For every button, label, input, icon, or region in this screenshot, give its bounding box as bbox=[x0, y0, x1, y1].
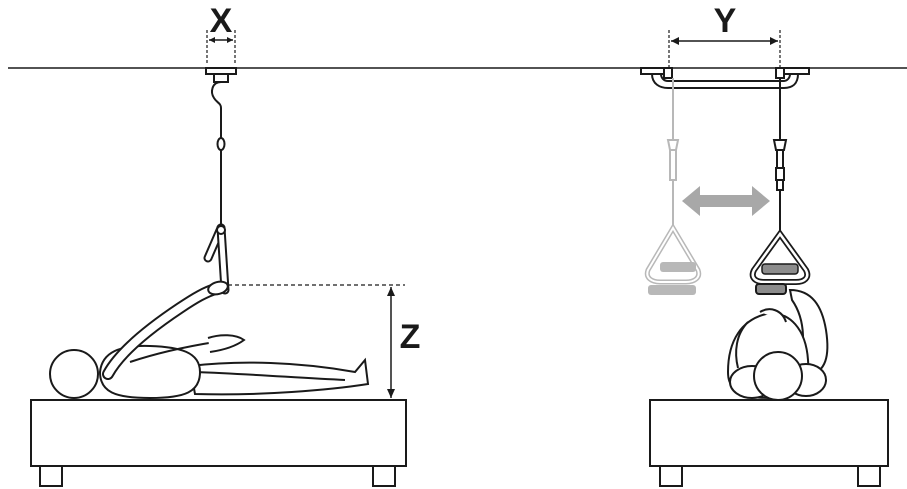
dimension-z: Z bbox=[228, 284, 421, 398]
dimension-x: X bbox=[206, 2, 236, 64]
dimension-x-label: X bbox=[210, 2, 233, 40]
ceiling-mount-left bbox=[205, 67, 237, 109]
bed-right bbox=[649, 399, 889, 487]
lying-person bbox=[49, 280, 370, 400]
dimension-y-label: Y bbox=[714, 2, 737, 40]
movement-arrow bbox=[682, 186, 770, 216]
trapeze-active bbox=[749, 78, 811, 285]
trapeze-ghost bbox=[644, 78, 702, 295]
ceiling-rail bbox=[640, 67, 810, 89]
sitting-person bbox=[726, 283, 829, 401]
bed-left bbox=[30, 399, 407, 487]
dimension-y: Y bbox=[668, 2, 781, 68]
right-scene: Y bbox=[640, 2, 889, 487]
left-scene: X bbox=[30, 2, 421, 487]
trapeze-grip-left bbox=[203, 223, 230, 295]
strap-left bbox=[216, 108, 226, 228]
dimension-z-label: Z bbox=[400, 318, 421, 356]
